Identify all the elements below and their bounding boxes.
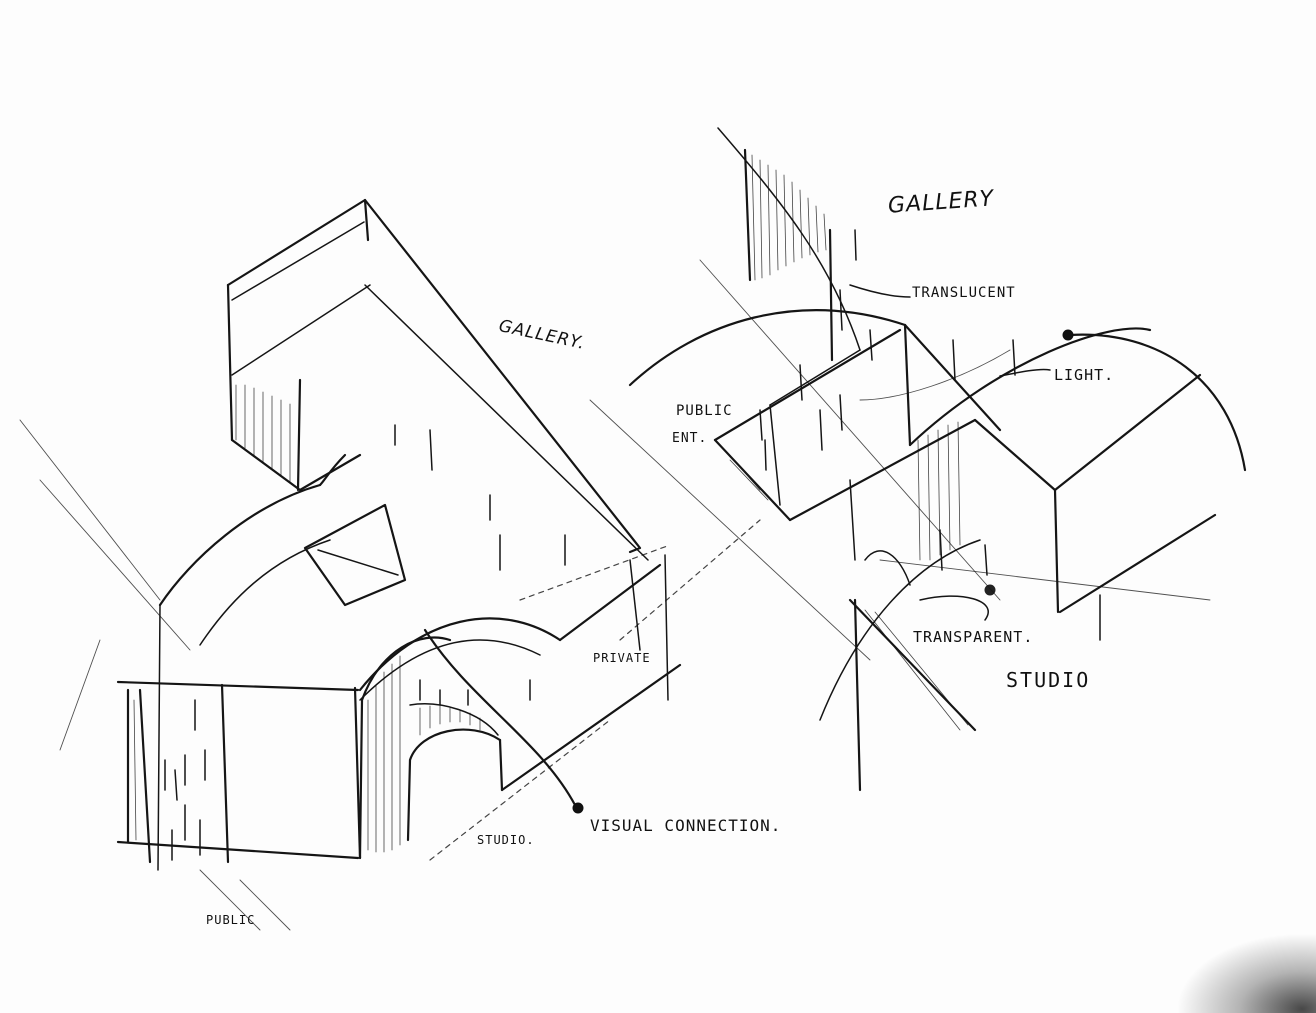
label-studio-right: STUDIO	[1006, 670, 1090, 690]
label-translucent: TRANSLUCENT	[912, 286, 1016, 300]
label-visual-connection: VISUAL CONNECTION.	[590, 818, 781, 834]
left-building-hatching	[134, 385, 480, 852]
label-public-ent-line1: PUBLIC	[676, 404, 733, 418]
label-public: PUBLIC	[206, 914, 255, 926]
label-transparent: TRANSPARENT.	[913, 630, 1033, 645]
label-public-ent-line2: ENT.	[672, 432, 707, 445]
right-building-outline	[590, 128, 1245, 790]
label-studio-left: STUDIO.	[477, 834, 535, 846]
left-building-outline	[118, 200, 680, 870]
construction-lines	[20, 420, 290, 930]
label-private: PRIVATE	[593, 652, 651, 664]
label-light: LIGHT.	[1054, 368, 1114, 383]
paper-shadow	[1176, 933, 1316, 1013]
